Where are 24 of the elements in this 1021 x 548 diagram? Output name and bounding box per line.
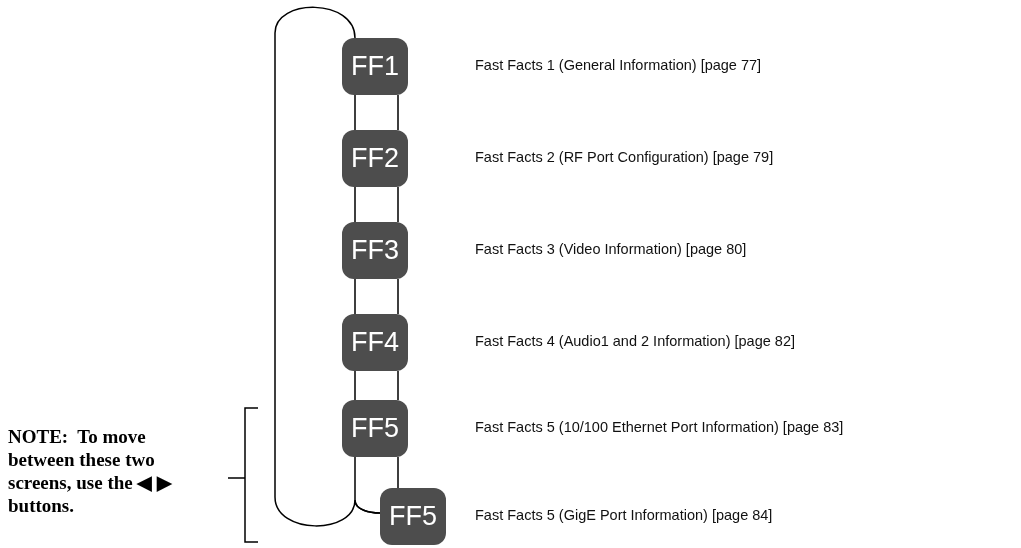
screen-label: FF1 (351, 51, 399, 82)
screen-label: FF5 (389, 501, 437, 532)
note-text: NOTE: To move between these two screens, use the ◀ ▶ buttons. (8, 425, 174, 517)
screen-box (342, 400, 408, 457)
screen-description: Fast Facts 2 (RF Port Configuration) [page 79] (475, 149, 774, 165)
screen-box (342, 130, 408, 187)
screen-description: Fast Facts 5 (GigE Port Information) [page 84] (475, 507, 773, 523)
screen-box (342, 222, 408, 279)
loop-connector (274, 6, 381, 527)
screen-box (342, 38, 408, 95)
screen-label: FF4 (351, 327, 399, 358)
connector-line (354, 186, 399, 223)
screen-description: Fast Facts 4 (Audio1 and 2 Information) [page 82] (475, 333, 795, 349)
connector-line (354, 278, 399, 315)
connector-line (354, 370, 399, 401)
connector-line (354, 94, 399, 131)
screen-label: FF2 (351, 143, 399, 174)
screen-description: Fast Facts 3 (Video Information) [page 80] (475, 241, 747, 257)
screen-box (342, 314, 408, 371)
screen-label: FF5 (351, 413, 399, 444)
screen-description: Fast Facts 5 (10/100 Ethernet Port Information) [page 83] (475, 419, 844, 435)
screen-label: FF3 (351, 235, 399, 266)
screen-description: Fast Facts 1 (General Information) [page 77] (475, 57, 762, 73)
screen-box (380, 488, 446, 545)
